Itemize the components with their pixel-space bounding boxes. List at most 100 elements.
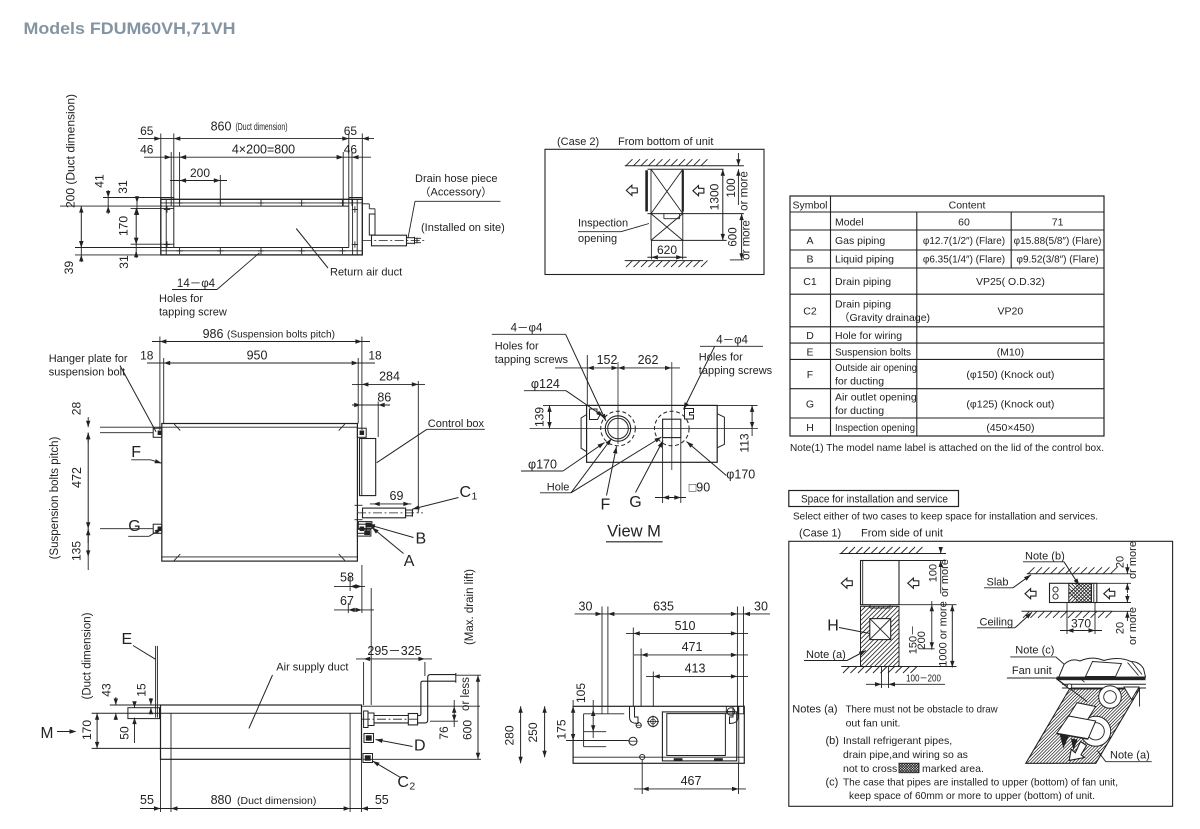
svg-text:(φ150) (Knock out): (φ150) (Knock out) <box>966 369 1054 381</box>
svg-text:Notes (a): Notes (a) <box>792 704 837 716</box>
svg-text:B: B <box>416 531 427 548</box>
svg-text:or more: or more <box>939 559 951 597</box>
svg-text:100: 100 <box>726 178 738 197</box>
svg-text:or more: or more <box>739 171 751 211</box>
svg-text:(b): (b) <box>826 735 839 747</box>
svg-text:1000 or more: 1000 or more <box>938 601 950 666</box>
svg-text:986: 986 <box>203 327 224 341</box>
svg-text:15: 15 <box>135 683 149 697</box>
svg-text:marked area.: marked area. <box>922 763 984 775</box>
svg-text:Note(1) The model name label: Note(1) The model name label is attached… <box>790 442 1104 454</box>
svg-text:From bottom of unit: From bottom of unit <box>618 136 713 148</box>
svg-text:M: M <box>41 725 54 742</box>
svg-text:φ12.7(1/2″) (Flare): φ12.7(1/2″) (Flare) <box>923 236 1005 247</box>
svg-text:F: F <box>807 369 813 381</box>
svg-text:G: G <box>806 398 814 410</box>
svg-text:Suspension bolts: Suspension bolts <box>835 346 911 358</box>
svg-text:(Installed on site): (Installed on site) <box>421 222 505 234</box>
svg-text:Inspection opening: Inspection opening <box>835 422 915 434</box>
svg-text:200 (Duct dimension): 200 (Duct dimension) <box>64 94 78 208</box>
svg-text:100: 100 <box>927 564 939 582</box>
svg-text:Drain piping: Drain piping <box>835 299 891 311</box>
svg-text:880: 880 <box>211 793 232 807</box>
svg-text:φ9.52(3/8″) (Flare): φ9.52(3/8″) (Flare) <box>1016 255 1098 266</box>
svg-text:Symbol: Symbol <box>792 200 827 212</box>
svg-text:200: 200 <box>190 166 210 180</box>
svg-text:135: 135 <box>70 541 84 561</box>
svg-text:opening: opening <box>578 233 617 245</box>
svg-text:(c): (c) <box>826 777 839 789</box>
svg-text:suspension bolt: suspension bolt <box>49 367 125 379</box>
svg-text:or more: or more <box>741 220 753 260</box>
svg-text:for ducting: for ducting <box>835 405 884 417</box>
svg-text:Holes for: Holes for <box>699 352 743 364</box>
svg-text:30: 30 <box>754 599 768 613</box>
svg-text:413: 413 <box>685 662 706 676</box>
svg-text:200: 200 <box>916 631 928 649</box>
svg-text:（Gravity drainage): （Gravity drainage) <box>839 312 930 324</box>
svg-text:55: 55 <box>375 793 389 807</box>
svg-text:31: 31 <box>117 255 131 269</box>
svg-text:58: 58 <box>340 571 354 585</box>
svg-text:φ124: φ124 <box>531 377 560 391</box>
svg-text:tapping screw: tapping screw <box>159 307 227 319</box>
svg-text:31: 31 <box>116 180 130 194</box>
svg-text:D: D <box>806 330 814 342</box>
svg-text:keep space of 60mm or more to: keep space of 60mm or more to upper (bot… <box>849 790 1095 802</box>
svg-text:Hanger plate for: Hanger plate for <box>49 353 128 365</box>
svg-text:467: 467 <box>681 774 702 788</box>
svg-text:(φ125) (Knock out): (φ125) (Knock out) <box>966 398 1054 410</box>
svg-text:tapping screws: tapping screws <box>495 354 569 366</box>
svg-text:not to cross: not to cross <box>843 763 897 775</box>
svg-text:4×200=800: 4×200=800 <box>232 142 295 156</box>
svg-text:G: G <box>128 518 140 535</box>
svg-text:2: 2 <box>409 781 415 793</box>
svg-text:(Duct dimension): (Duct dimension) <box>236 121 288 133</box>
svg-text:471: 471 <box>682 640 703 654</box>
svg-text:Content: Content <box>949 200 986 212</box>
svg-text:Control box: Control box <box>428 418 485 430</box>
svg-text:71: 71 <box>1052 217 1064 229</box>
svg-text:（Accessory）: （Accessory） <box>420 186 493 199</box>
svg-text:950: 950 <box>247 348 268 362</box>
svg-text:28: 28 <box>70 402 84 416</box>
svg-text:φ170: φ170 <box>726 468 755 482</box>
svg-text:18: 18 <box>140 348 154 362</box>
svg-text:43: 43 <box>100 683 114 697</box>
svg-text:G: G <box>629 494 641 511</box>
svg-text:39: 39 <box>62 261 76 275</box>
svg-text:There must not be obstacle to: There must not be obstacle to draw <box>846 704 998 716</box>
svg-text:(Max. drain lift): (Max. drain lift) <box>464 569 476 645</box>
svg-text:From side of unit: From side of unit <box>861 528 943 540</box>
svg-text:F: F <box>601 497 611 514</box>
svg-text:55: 55 <box>140 793 154 807</box>
svg-text:170: 170 <box>117 216 131 236</box>
svg-text:67: 67 <box>340 594 354 608</box>
svg-text:F: F <box>131 444 141 461</box>
svg-text:Ceiling: Ceiling <box>980 617 1014 629</box>
svg-text:50: 50 <box>118 726 132 740</box>
svg-text:C2: C2 <box>803 306 817 318</box>
svg-text:262: 262 <box>638 353 659 367</box>
svg-text:139: 139 <box>533 407 547 427</box>
svg-text:152: 152 <box>597 353 618 367</box>
svg-text:284: 284 <box>379 370 400 384</box>
svg-text:Air supply duct: Air supply duct <box>276 662 348 674</box>
svg-text:280: 280 <box>503 725 517 745</box>
svg-text:4－φ4: 4－φ4 <box>511 323 543 335</box>
svg-text:472: 472 <box>70 467 84 488</box>
svg-text:E: E <box>122 631 133 648</box>
svg-text:295－325: 295－325 <box>367 644 421 658</box>
svg-text:46: 46 <box>344 142 358 156</box>
svg-text:Hole for wiring: Hole for wiring <box>835 330 902 342</box>
svg-text:113: 113 <box>738 433 752 452</box>
svg-text:B: B <box>806 254 813 266</box>
svg-text:250: 250 <box>526 722 540 742</box>
svg-text:Space for installation and ser: Space for installation and service <box>801 494 948 506</box>
svg-text:Drain piping: Drain piping <box>835 276 891 288</box>
svg-text:1300: 1300 <box>708 183 722 210</box>
svg-text:46: 46 <box>140 142 154 156</box>
svg-text:620: 620 <box>657 243 677 257</box>
svg-text:C: C <box>397 774 409 791</box>
svg-text:or more: or more <box>1127 541 1139 579</box>
